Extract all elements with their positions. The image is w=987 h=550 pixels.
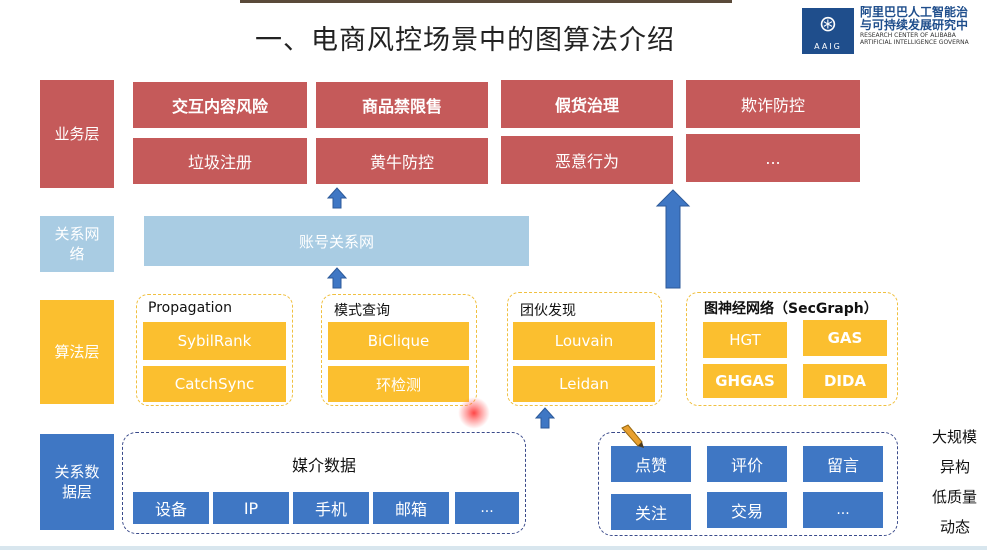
arrow-up-gnn-to-business	[655, 189, 691, 289]
logo-line-1: 阿里巴巴人工智能治	[860, 6, 969, 19]
group-pattern-query	[321, 294, 477, 406]
group-propagation	[136, 294, 293, 406]
layer-business: 业务层	[40, 80, 114, 188]
behavior-transaction: 交易	[707, 492, 787, 528]
bottom-bar	[0, 546, 987, 550]
behavior-more: ...	[803, 492, 883, 528]
group-gnn-title: 图神经网络（SecGraph）	[704, 301, 878, 317]
logo-line-2: 与可持续发展研究中	[860, 18, 969, 32]
logo-line-3: RESEARCH CENTER OF ALIBABA	[860, 32, 956, 39]
note-low-quality: 低质量	[932, 488, 978, 506]
business-more: ...	[686, 134, 860, 182]
algo-dida: DIDA	[803, 364, 887, 398]
business-restricted-goods: 商品禁限售	[316, 82, 488, 128]
business-spam-registration: 垃圾注册	[133, 138, 307, 184]
arrow-up-data-to-community	[534, 407, 556, 429]
business-interactive-content-risk: 交互内容风险	[133, 82, 307, 128]
algo-sybilrank: SybilRank	[143, 322, 286, 360]
media-ip: IP	[213, 492, 289, 524]
group-community-discovery-title: 团伙发现	[520, 303, 576, 319]
note-dynamic: 动态	[940, 518, 971, 536]
group-gnn-secgraph	[686, 292, 898, 406]
group-behavior-data	[598, 432, 898, 536]
media-phone: 手机	[293, 492, 369, 524]
note-heterogeneous: 异构	[940, 458, 971, 476]
aaig-logo: ⊛ AAIG	[802, 8, 854, 54]
pencil-icon	[621, 424, 644, 448]
group-propagation-title: Propagation	[148, 300, 232, 316]
logo-text: 阿里巴巴人工智能治 与可持续发展研究中 RESEARCH CENTER OF A…	[860, 6, 987, 46]
behavior-follow: 关注	[611, 494, 691, 530]
note-large-scale: 大规模	[932, 428, 978, 446]
account-relation-network: 账号关系网	[144, 216, 529, 266]
group-media-data	[122, 432, 526, 534]
behavior-review: 评价	[707, 446, 787, 482]
logo-symbol-icon: ⊛	[818, 12, 838, 37]
business-scalper-prevention: 黄牛防控	[316, 138, 488, 184]
algo-catchsync: CatchSync	[143, 366, 286, 402]
layer-algorithm: 算法层	[40, 300, 114, 404]
behavior-comment: 留言	[803, 446, 883, 482]
business-fraud-prevention: 欺诈防控	[686, 80, 860, 128]
layer-relation-data: 关系数据层	[40, 434, 114, 530]
media-more: ...	[455, 492, 519, 524]
top-bar	[240, 0, 732, 3]
algo-louvain: Louvain	[513, 322, 655, 360]
arrow-up-relation-to-business	[326, 187, 348, 209]
algo-ghgas: GHGAS	[703, 364, 787, 398]
group-community-discovery	[507, 292, 662, 406]
page-title: 一、电商风控场景中的图算法介绍	[255, 25, 675, 56]
algo-leidan: Leidan	[513, 366, 655, 402]
business-malicious-behavior: 恶意行为	[501, 136, 673, 184]
laser-pointer	[458, 397, 490, 429]
group-pattern-query-title: 模式查询	[334, 303, 390, 319]
logo-line-4: ARTIFICIAL INTELLIGENCE GOVERNA	[860, 39, 969, 46]
layer-relation-network: 关系网络	[40, 216, 114, 272]
algo-biclique: BiClique	[328, 322, 469, 360]
business-counterfeit-governance: 假货治理	[501, 80, 673, 128]
group-media-data-title: 媒介数据	[292, 456, 357, 475]
algo-gas: GAS	[803, 320, 887, 356]
behavior-like: 点赞	[611, 446, 691, 482]
media-email: 邮箱	[373, 492, 449, 524]
arrow-up-algorithm-to-relation	[326, 267, 348, 289]
algo-cycle-detection: 环检测	[328, 366, 469, 402]
logo-mark: AAIG	[814, 42, 842, 51]
media-device: 设备	[133, 492, 209, 524]
algo-hgt: HGT	[703, 322, 787, 358]
